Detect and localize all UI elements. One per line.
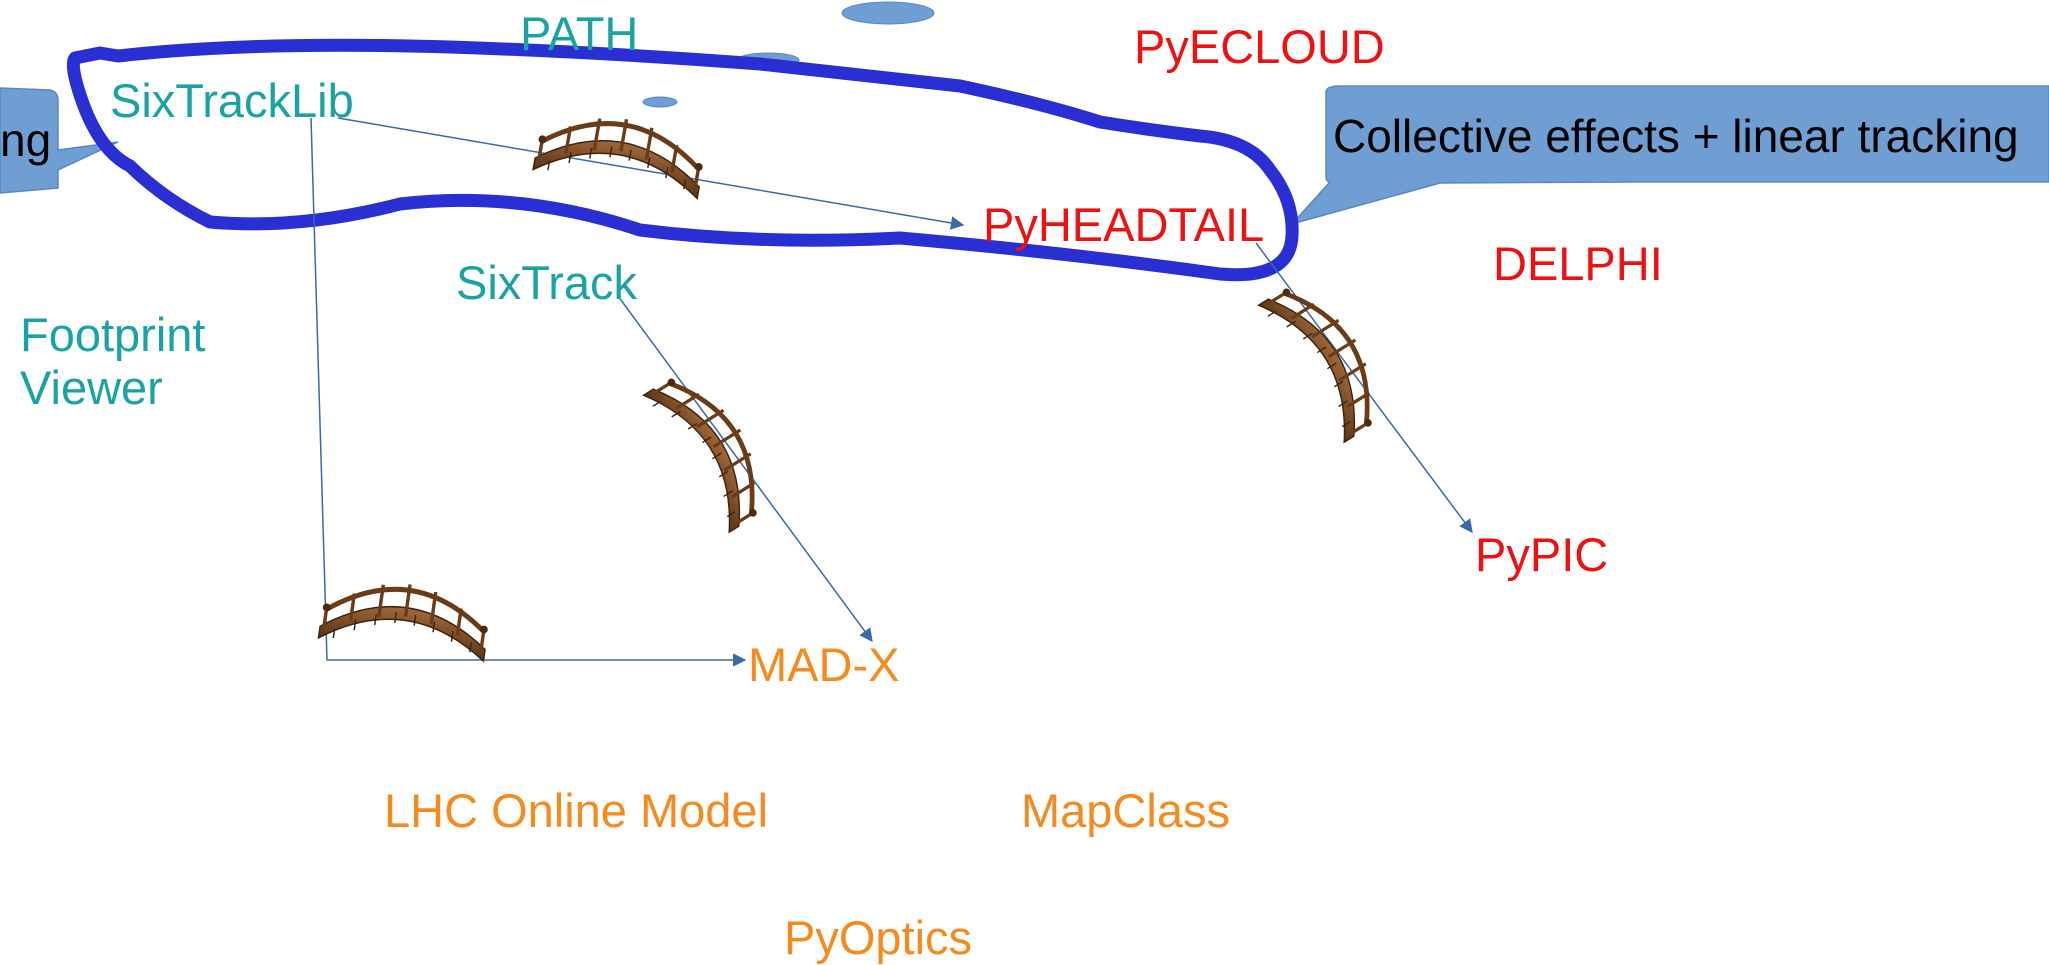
label-mapclass: MapClass: [1021, 784, 1230, 837]
label-footprint-viewer-line1: Footprint: [20, 308, 206, 361]
callout-right-text: Collective effects + linear tracking: [1333, 110, 2019, 162]
label-sixtrack: SixTrack: [456, 256, 638, 309]
label-delphi: DELPHI: [1493, 237, 1663, 290]
label-path: PATH: [520, 7, 639, 60]
label-madx: MAD-X: [748, 638, 900, 691]
label-pyheadtail: PyHEADTAIL: [983, 198, 1265, 251]
bridge-icon: [533, 105, 708, 199]
arrow-sixtracklib-to-pyheadtail: [337, 117, 965, 230]
arrow-sixtracklib-to-madx: [310, 117, 747, 667]
sixtracklib-pyheadtail-loop: [66, 38, 1299, 282]
label-pyecloud: PyECLOUD: [1134, 20, 1385, 73]
label-pyoptics: PyOptics: [784, 911, 973, 964]
water-ellipse: [841, 1, 935, 25]
callout-left-text: ng: [0, 114, 52, 166]
label-footprint-viewer-line2: Viewer: [20, 361, 163, 414]
arrow-sixtrack-to-madx: [617, 295, 873, 643]
label-sixtracklib: SixTrackLib: [110, 74, 354, 127]
label-lhc-online-model: LHC Online Model: [384, 784, 769, 837]
label-pypic: PyPIC: [1475, 528, 1609, 581]
bridge-icon: [644, 362, 784, 533]
callout-bubble-right: [1289, 85, 2049, 226]
water-ellipse: [642, 96, 678, 108]
callout-bubble-left: [0, 87, 119, 194]
bridge-icon: [1259, 272, 1399, 443]
bridge-icon: [318, 573, 492, 661]
